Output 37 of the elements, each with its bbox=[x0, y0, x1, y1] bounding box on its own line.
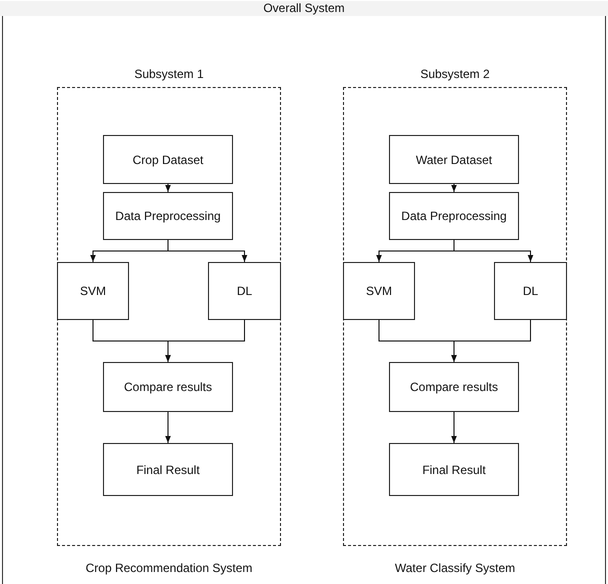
process-box bbox=[103, 362, 233, 412]
arrow bbox=[451, 320, 531, 362]
box-label: SVM bbox=[80, 284, 106, 298]
arrow bbox=[451, 184, 457, 192]
process-box bbox=[343, 262, 415, 320]
box-label: DL bbox=[236, 284, 252, 298]
process-box bbox=[208, 262, 281, 320]
arrow bbox=[451, 412, 457, 444]
process-box bbox=[389, 135, 519, 184]
process-box bbox=[389, 192, 519, 240]
process-box bbox=[389, 443, 519, 496]
process-box bbox=[57, 262, 129, 320]
system-caption: Crop Recommendation System bbox=[86, 561, 252, 575]
box-label: Compare results bbox=[410, 380, 498, 394]
arrow bbox=[168, 240, 248, 262]
arrow bbox=[165, 412, 171, 444]
system-caption: Water Classify System bbox=[394, 561, 516, 575]
box-label: Final Result bbox=[136, 462, 200, 476]
subsystem-heading: Subsystem 2 bbox=[420, 67, 490, 81]
frame-heading: Overall System bbox=[263, 1, 345, 15]
box-label: Final Result bbox=[422, 462, 486, 476]
box-label: DL bbox=[522, 284, 538, 298]
box-label: SVM bbox=[366, 284, 392, 298]
box-label: Crop Dataset bbox=[132, 152, 204, 166]
arrow bbox=[165, 320, 245, 362]
box-label: Water Dataset bbox=[416, 152, 492, 166]
subsystem-heading: Subsystem 1 bbox=[134, 67, 204, 81]
process-box bbox=[103, 443, 233, 496]
arrow bbox=[454, 240, 534, 262]
process-box bbox=[389, 362, 519, 412]
process-box bbox=[103, 135, 233, 184]
process-box bbox=[494, 262, 567, 320]
box-label: Compare results bbox=[124, 380, 212, 394]
box-label: Data Preprocessing bbox=[115, 209, 221, 223]
box-label: Data Preprocessing bbox=[401, 209, 507, 223]
process-box bbox=[103, 192, 233, 240]
arrow bbox=[165, 184, 171, 192]
